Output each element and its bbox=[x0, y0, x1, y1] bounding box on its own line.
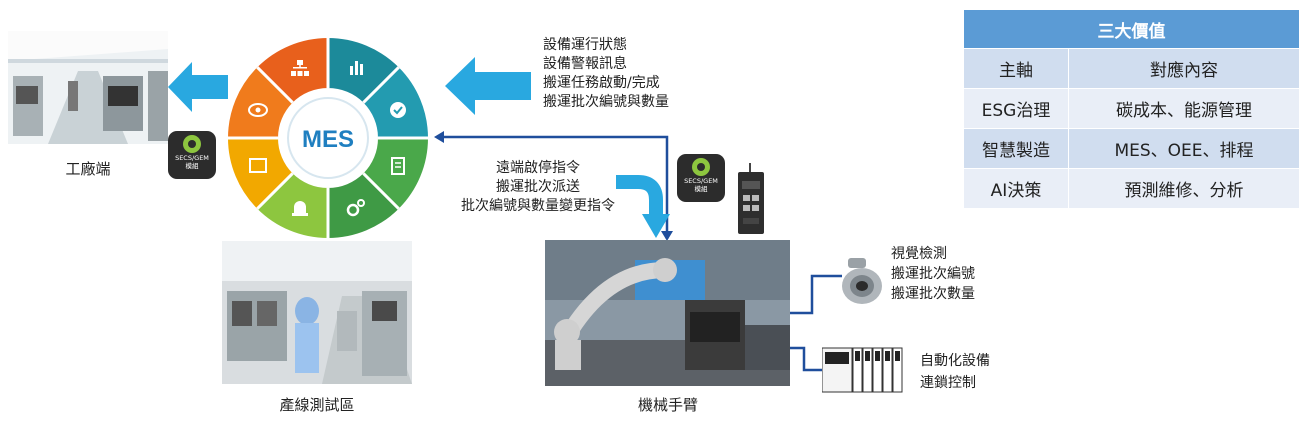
upstream-message: 搬運批次編號與數量 bbox=[543, 94, 669, 110]
value-table-title: 三大價值 bbox=[963, 9, 1300, 49]
value-table-cell: AI決策 bbox=[963, 168, 1069, 209]
mes-wheel: MES bbox=[228, 38, 428, 238]
upstream-message: 設備運行狀態 bbox=[543, 37, 627, 53]
module-name: SECS/GEM bbox=[684, 177, 718, 185]
arrow-to-factory-icon bbox=[168, 62, 228, 112]
value-table-header-content: 對應內容 bbox=[1068, 48, 1300, 89]
automation-label: 自動化設備 bbox=[920, 353, 990, 369]
vision-label: 搬運批次數量 bbox=[891, 286, 975, 302]
mes-label: MES bbox=[302, 126, 354, 153]
module-subname: 模組 bbox=[694, 185, 708, 193]
mes-robot-connector bbox=[434, 131, 673, 241]
automation-labels: 自動化設備 連鎖控制 bbox=[920, 350, 990, 394]
robot-arm-caption: 機械手臂 bbox=[637, 396, 698, 414]
value-table: 三大價值 主軸 對應內容 ESG治理 碳成本、能源管理 智慧製造 MES、OEE… bbox=[963, 9, 1300, 209]
check-circle-icon bbox=[390, 102, 406, 118]
secs-gem-module-right: SECS/GEM 模組 bbox=[677, 154, 725, 202]
factory-caption: 工廠端 bbox=[65, 160, 111, 178]
value-table-cell: 碳成本、能源管理 bbox=[1068, 88, 1300, 129]
gear-icon bbox=[183, 135, 201, 153]
gears-icon bbox=[346, 199, 365, 217]
vision-label: 視覺檢測 bbox=[891, 246, 947, 262]
arrow-upstream-icon bbox=[445, 57, 531, 115]
gear-icon bbox=[692, 158, 710, 176]
downstream-message: 搬運批次派送 bbox=[496, 179, 580, 195]
upstream-message: 搬運任務啟動/完成 bbox=[543, 75, 660, 91]
module-subname: 模組 bbox=[185, 162, 199, 170]
camera-icon bbox=[842, 258, 882, 304]
downstream-message: 遠端啟停指令 bbox=[496, 160, 580, 176]
vision-label: 搬運批次編號 bbox=[891, 266, 975, 282]
gateway-device-icon bbox=[738, 163, 764, 234]
automation-label: 連鎖控制 bbox=[920, 375, 976, 391]
robot-arm-photo bbox=[545, 240, 790, 386]
module-name: SECS/GEM bbox=[175, 154, 209, 162]
display-icon bbox=[249, 158, 267, 173]
test-area-photo bbox=[222, 241, 412, 384]
downstream-messages: 遠端啟停指令 搬運批次派送 批次編號與數量變更指令 bbox=[443, 159, 633, 216]
upstream-messages: 設備運行狀態 設備警報訊息 搬運任務啟動/完成 搬運批次編號與數量 bbox=[543, 36, 669, 112]
test-area-caption: 產線測試區 bbox=[279, 396, 355, 414]
document-icon bbox=[391, 157, 405, 175]
value-table-cell: MES、OEE、排程 bbox=[1068, 128, 1300, 169]
vision-labels: 視覺檢測 搬運批次編號 搬運批次數量 bbox=[891, 244, 975, 304]
eye-icon bbox=[248, 103, 268, 117]
downstream-message: 批次編號與數量變更指令 bbox=[461, 198, 615, 214]
alarm-light-icon bbox=[292, 201, 308, 216]
arrow-downstream-icon bbox=[616, 175, 670, 238]
value-table-header-axis: 主軸 bbox=[963, 48, 1069, 89]
plc-device-icon bbox=[822, 347, 903, 393]
value-table-cell: 預測維修、分析 bbox=[1068, 168, 1300, 209]
upstream-message: 設備警報訊息 bbox=[543, 56, 627, 72]
org-chart-icon bbox=[291, 60, 309, 76]
factory-photo bbox=[8, 31, 168, 144]
secs-gem-module-left: SECS/GEM 模組 bbox=[168, 131, 216, 179]
value-table-cell: 智慧製造 bbox=[963, 128, 1069, 169]
vision-connector bbox=[790, 274, 842, 315]
value-table-cell: ESG治理 bbox=[963, 88, 1069, 129]
automation-connector bbox=[790, 346, 824, 372]
bar-chart-icon bbox=[350, 61, 363, 75]
